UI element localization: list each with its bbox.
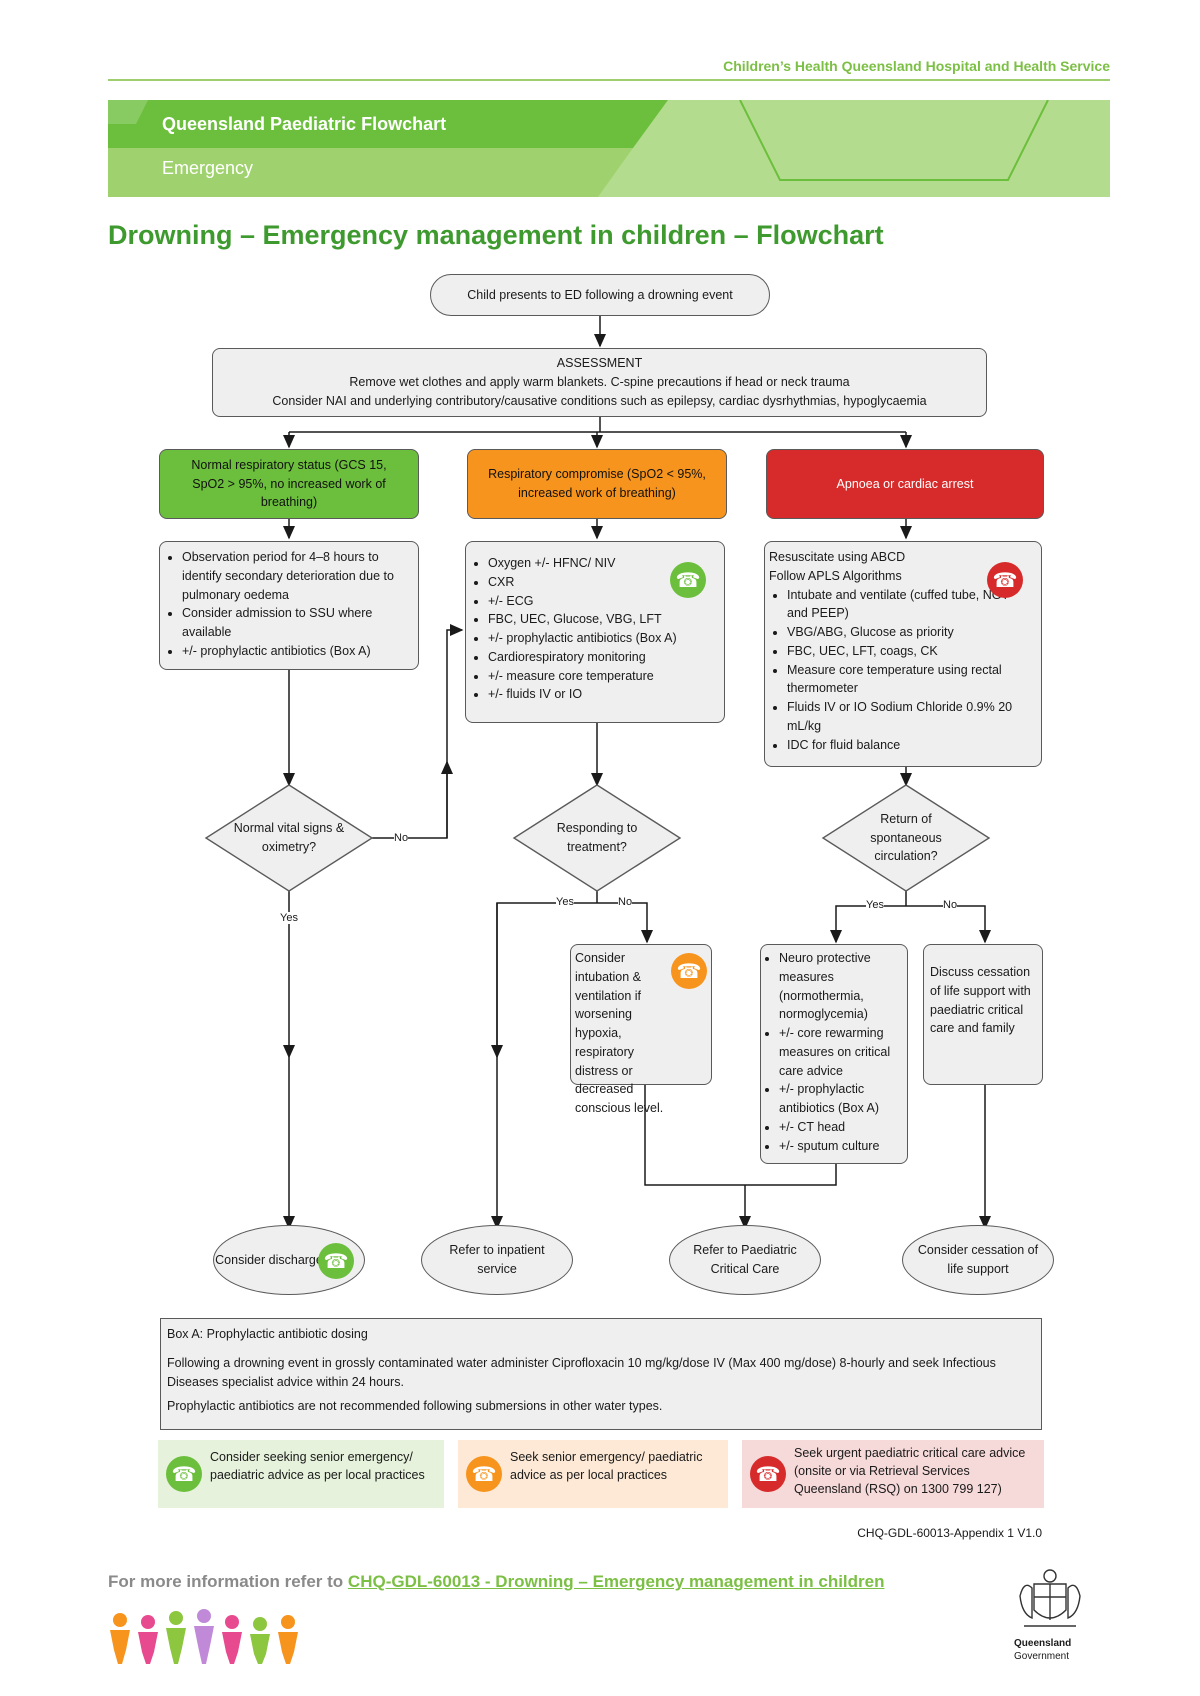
decision-diamonds xyxy=(204,784,991,892)
list-item: +/- ECG xyxy=(488,592,677,611)
list-item: +/- sputum culture xyxy=(779,1137,905,1156)
edge-label-no-respond: No xyxy=(618,896,633,908)
phone-icon: ☎ xyxy=(466,1456,502,1492)
list-item: Fluids IV or IO Sodium Chloride 0.9% 20 … xyxy=(787,698,1033,736)
legend-orange-text: Seek senior emergency/ paediatric advice… xyxy=(510,1450,703,1483)
header-rule xyxy=(108,79,1110,81)
consider-intubation-box: Consider intubation & ventilation if wor… xyxy=(570,944,712,1115)
assessment-line-1: Remove wet clothes and apply warm blanke… xyxy=(349,375,850,390)
apnoea-or-cardiac-arrest: Apnoea or cardiac arrest xyxy=(766,449,1044,519)
edge-respond-no xyxy=(597,902,653,944)
normal-actions-list: Observation period for 4–8 hours to iden… xyxy=(164,548,414,661)
compromise-actions-box: Oxygen +/- HFNC/ NIV CXR +/- ECG FBC, UE… xyxy=(465,541,725,723)
consider-intubation-text: Consider intubation & ventilation if wor… xyxy=(575,951,664,1115)
more-info: For more information refer to CHQ-GDL-60… xyxy=(108,1572,884,1592)
end-consider-discharge-label: Consider discharge xyxy=(215,1252,323,1267)
header-banner xyxy=(108,100,1110,197)
gov-name-2: Government xyxy=(1014,1651,1070,1662)
start-node: Child presents to ED following a drownin… xyxy=(430,274,770,316)
edge-rosc-yes xyxy=(830,905,906,944)
neuro-actions-list: Neuro protective measures (normothermia,… xyxy=(763,949,905,1155)
box-a-para-2: Prophylactic antibiotics are not recomme… xyxy=(167,1399,663,1414)
normal-actions-box: Observation period for 4–8 hours to iden… xyxy=(159,541,419,670)
end-consider-discharge: Consider discharge ☎ xyxy=(213,1225,365,1295)
list-item: Measure core temperature using rectal th… xyxy=(787,661,1033,699)
edge-label-yes-normal: Yes xyxy=(280,912,298,924)
list-item: +/- CT head xyxy=(779,1118,905,1137)
list-item: Intubate and ventilate (cuffed tube, NGT… xyxy=(787,586,1033,624)
page-title: Drowning – Emergency management in child… xyxy=(108,220,884,250)
list-item: +/- prophylactic antibiotics (Box A) xyxy=(779,1080,905,1118)
guideline-link[interactable]: CHQ-GDL-60013 - Drowning – Emergency man… xyxy=(347,1572,885,1591)
end-refer-inpatient: Refer to inpatient service xyxy=(421,1225,573,1295)
edge-label-yes-respond: Yes xyxy=(556,896,574,908)
phone-icon: ☎ xyxy=(318,1243,354,1279)
list-item: VBG/ABG, Glucose as priority xyxy=(787,623,1033,642)
document-reference: CHQ-GDL-60013-Appendix 1 V1.0 xyxy=(857,1526,1042,1540)
edge-neuro-picu xyxy=(745,1164,837,1186)
box-a-heading: Box A: Prophylactic antibiotic dosing xyxy=(167,1327,368,1341)
discuss-cessation-box: Discuss cessation of life support with p… xyxy=(923,944,1043,1085)
edge-label-no-rosc: No xyxy=(943,899,958,911)
respiratory-compromise: Respiratory compromise (SpO2 < 95%, incr… xyxy=(467,449,727,519)
decision-normal-vitals: Normal vital signs & oximetry? xyxy=(233,821,345,854)
arrest-intro-1: Resuscitate using ABCD xyxy=(769,550,906,564)
phone-icon: ☎ xyxy=(166,1456,202,1492)
queensland-crest-logo xyxy=(1019,1569,1081,1627)
arrest-intro-2: Follow APLS Algorithms xyxy=(769,568,902,583)
list-item: CXR xyxy=(488,573,677,592)
edge-normal-no xyxy=(372,624,464,839)
assessment-line-2: Consider NAI and underlying contributory… xyxy=(272,393,927,408)
neuro-protective-box: Neuro protective measures (normothermia,… xyxy=(760,944,908,1164)
box-a: Box A: Prophylactic antibiotic dosing Fo… xyxy=(160,1318,1042,1430)
list-item: +/- measure core temperature xyxy=(488,667,677,686)
decision-responding: Responding to treatment? xyxy=(556,821,638,854)
assessment-box: ASSESSMENT Remove wet clothes and apply … xyxy=(212,348,987,417)
list-item: FBC, UEC, Glucose, VBG, LFT xyxy=(488,610,677,629)
end-consider-cessation: Consider cessation of life support xyxy=(902,1225,1054,1295)
assessment-heading: ASSESSMENT xyxy=(556,356,643,371)
box-a-para-1: Following a drowning event in grossly co… xyxy=(167,1355,996,1389)
normal-respiratory-status: Normal respiratory status (GCS 15, SpO2 … xyxy=(159,449,419,519)
legend-orange: ☎ Seek senior emergency/ paediatric advi… xyxy=(458,1440,728,1508)
list-item: Consider admission to SSU where availabl… xyxy=(182,604,414,642)
decision-rosc-shape xyxy=(821,784,991,892)
list-item: Cardiorespiratory monitoring xyxy=(488,648,677,667)
children-logo xyxy=(110,1609,298,1664)
edge-label-no-normal: No xyxy=(394,832,409,844)
list-item: FBC, UEC, LFT, coags, CK xyxy=(787,642,1033,661)
list-item: +/- fluids IV or IO xyxy=(488,685,677,704)
phone-icon: ☎ xyxy=(987,562,1023,598)
list-item: +/- prophylactic antibiotics (Box A) xyxy=(488,629,677,648)
organisation-name: Children’s Health Queensland Hospital an… xyxy=(723,58,1110,74)
more-info-prefix: For more information refer to xyxy=(108,1572,348,1591)
compromise-actions-list: Oxygen +/- HFNC/ NIV CXR +/- ECG FBC, UE… xyxy=(470,554,677,704)
list-item: Neuro protective measures (normothermia,… xyxy=(779,949,905,1024)
banner-title: Queensland Paediatric Flowchart xyxy=(162,114,447,134)
legend-red: ☎ Seek urgent paediatric critical care a… xyxy=(742,1440,1044,1508)
end-refer-picu: Refer to Paediatric Critical Care xyxy=(669,1225,821,1295)
phone-icon: ☎ xyxy=(670,562,706,598)
legend-green-text: Consider seeking senior emergency/ paedi… xyxy=(210,1450,425,1483)
edge-rosc-no xyxy=(906,905,991,944)
arrest-actions-list: Intubate and ventilate (cuffed tube, NGT… xyxy=(769,586,1037,755)
gov-name-1: Queensland xyxy=(1014,1638,1072,1649)
edge-label-yes-rosc: Yes xyxy=(866,899,884,911)
legend-red-text: Seek urgent paediatric critical care adv… xyxy=(794,1446,1026,1497)
phone-icon: ☎ xyxy=(671,953,707,989)
list-item: +/- prophylactic antibiotics (Box A) xyxy=(182,642,414,661)
list-item: Oxygen +/- HFNC/ NIV xyxy=(488,554,677,573)
legend-green: ☎ Consider seeking senior emergency/ pae… xyxy=(158,1440,444,1508)
list-item: IDC for fluid balance xyxy=(787,736,1033,755)
decision-respond-shape xyxy=(512,784,682,892)
banner-subtitle: Emergency xyxy=(162,158,254,178)
list-item: +/- core rewarming measures on critical … xyxy=(779,1024,905,1080)
decision-normal-shape xyxy=(204,784,374,892)
arrest-actions-box: Resuscitate using ABCD Follow APLS Algor… xyxy=(764,541,1042,767)
phone-icon: ☎ xyxy=(750,1456,786,1492)
edge-intubation-picu xyxy=(644,1085,745,1186)
list-item: Observation period for 4–8 hours to iden… xyxy=(182,548,414,604)
decision-rosc: Return of spontaneous circulation? xyxy=(870,811,942,864)
